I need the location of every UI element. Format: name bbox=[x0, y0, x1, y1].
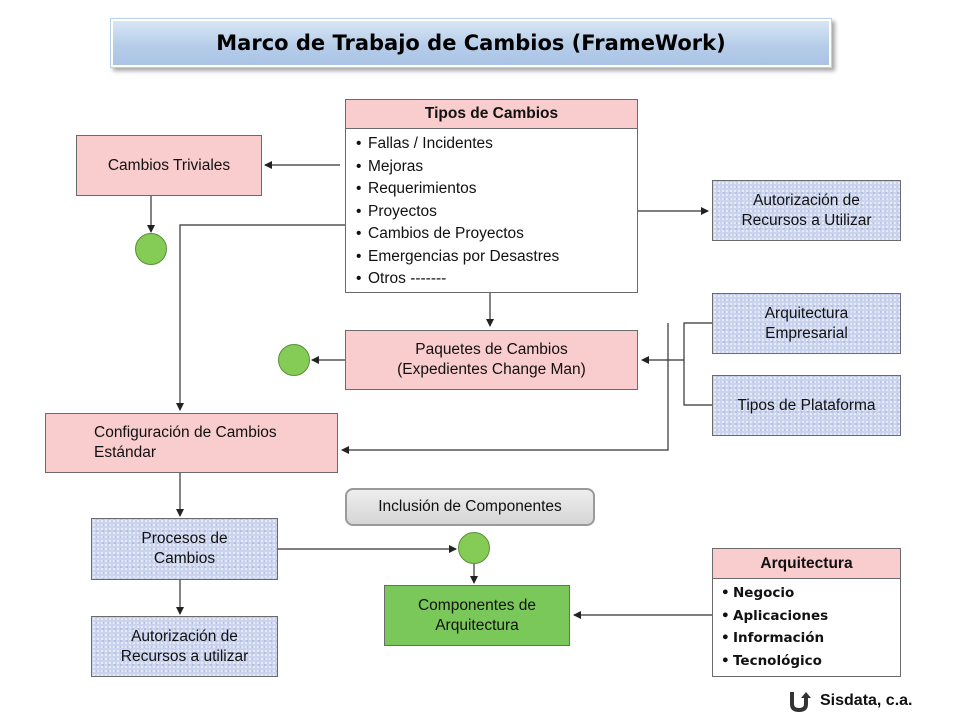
arrow-to-configuracion bbox=[341, 323, 669, 454]
list-item: Fallas / Incidentes bbox=[356, 133, 559, 156]
tipos-de-cambios-header: Tipos de Cambios bbox=[346, 100, 637, 129]
list-item: Mejoras bbox=[356, 156, 559, 179]
tipos-de-plataforma-box: Tipos de Plataforma bbox=[712, 375, 901, 436]
status-dot-triviales bbox=[135, 233, 167, 265]
footer-brand: Sisdata, c.a. bbox=[788, 688, 913, 714]
procesos-de-cambios-box: Procesos de Cambios bbox=[91, 518, 278, 580]
list-item: Otros ------- bbox=[356, 268, 559, 291]
list-item: Información bbox=[721, 627, 828, 650]
autorizacion-recursos-top-box: Autorización de Recursos a Utilizar bbox=[712, 180, 901, 241]
arquitectura-empresarial-box: Arquitectura Empresarial bbox=[712, 293, 901, 354]
status-dot-componentes bbox=[458, 532, 490, 564]
list-item: Emergencias por Desastres bbox=[356, 246, 559, 269]
brand-name: Sisdata, c.a. bbox=[820, 692, 913, 709]
componentes-de-arquitectura-box: Componentes de Arquitectura bbox=[384, 585, 570, 646]
list-item: Aplicaciones bbox=[721, 605, 828, 628]
autorizacion-recursos-bottom-box: Autorización de Recursos a utilizar bbox=[91, 616, 278, 677]
list-item: Negocio bbox=[721, 582, 828, 605]
status-dot-paquetes bbox=[278, 344, 310, 376]
arquitectura-card: Arquitectura Negocio Aplicaciones Inform… bbox=[712, 548, 901, 677]
arquitectura-header: Arquitectura bbox=[713, 549, 900, 579]
list-item: Cambios de Proyectos bbox=[356, 223, 559, 246]
list-item: Requerimientos bbox=[356, 178, 559, 201]
bracket-arq-plataforma bbox=[683, 322, 712, 406]
tipos-de-cambios-list: Fallas / Incidentes Mejoras Requerimient… bbox=[356, 133, 559, 291]
title-banner: Marco de Trabajo de Cambios (FrameWork) bbox=[110, 18, 832, 68]
configuracion-de-cambios-box: Configuración de Cambios Estándar bbox=[45, 413, 338, 473]
arquitectura-list: Negocio Aplicaciones Información Tecnoló… bbox=[721, 582, 828, 672]
paquetes-de-cambios-box: Paquetes de Cambios (Expedientes Change … bbox=[345, 330, 638, 390]
inclusion-componentes-button[interactable]: Inclusión de Componentes bbox=[345, 488, 595, 526]
cambios-triviales-box: Cambios Triviales bbox=[76, 135, 262, 196]
list-item: Tecnológico bbox=[721, 650, 828, 673]
sisdata-logo-icon bbox=[790, 692, 811, 713]
page-title: Marco de Trabajo de Cambios (FrameWork) bbox=[216, 31, 726, 55]
tipos-de-cambios-card: Tipos de Cambios Fallas / Incidentes Mej… bbox=[345, 99, 638, 293]
arrow-tipos-to-configuracion bbox=[176, 224, 345, 411]
list-item: Proyectos bbox=[356, 201, 559, 224]
